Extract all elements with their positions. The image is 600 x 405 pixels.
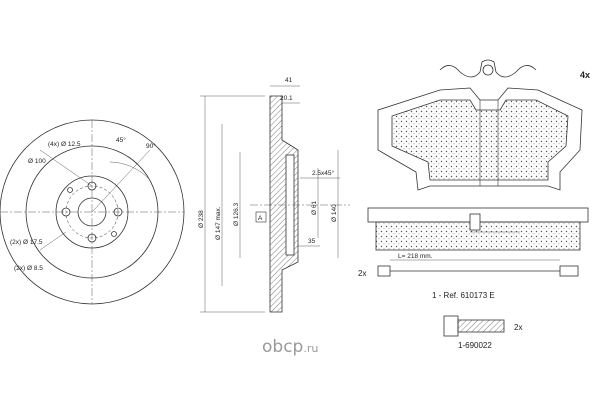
dim-35: 35: [308, 238, 316, 245]
angle-leader: [91, 149, 151, 213]
dim-238: Ø 238: [198, 210, 205, 228]
disc-section-view: [200, 85, 350, 313]
sensor-connector: [377, 265, 391, 277]
sensor-qty: 2x: [358, 269, 366, 278]
dim-126: Ø 126.3: [233, 202, 240, 226]
screw-hole: [111, 231, 117, 237]
dim-screw: (2x) Ø 8.5: [14, 265, 43, 272]
screw-hole: [67, 187, 73, 193]
dim-41: 41: [285, 77, 293, 84]
bolt-qty: 2x: [514, 323, 522, 332]
dim-cutout: (2x) Ø 17.5: [10, 239, 43, 246]
disc-front-view: [0, 119, 185, 305]
dim-holes: (4x) Ø 12.5: [48, 141, 81, 148]
dim-pcd: Ø 100: [28, 158, 46, 165]
hole-leader: [39, 149, 93, 187]
wear-sensor: [377, 259, 579, 277]
watermark-brand: obcp: [262, 337, 303, 357]
angle-arc: [109, 161, 149, 179]
watermark: obcp.ru: [262, 337, 318, 357]
cutout-leader: [39, 231, 67, 251]
datum-box: [255, 211, 267, 223]
bolt-head: [443, 315, 459, 337]
spring-eye: [482, 64, 494, 76]
dim-angle-45: 45°: [116, 136, 126, 144]
bolt-ref: 1-690022: [458, 341, 492, 350]
pad-qty: 4x: [580, 70, 590, 80]
sensor-length: L= 218 mm.: [398, 253, 433, 260]
dim-angle-90: 90°: [146, 142, 156, 150]
brake-pad-side: [367, 207, 589, 251]
watermark-suffix: .ru: [303, 342, 318, 355]
brake-pad-front: [377, 59, 583, 191]
bolt-shank: [457, 319, 505, 333]
dim-61: Ø 61: [311, 201, 318, 215]
dim-147: Ø 147 max.: [215, 206, 222, 240]
bolt: [443, 315, 505, 337]
sensor-plug: [559, 265, 579, 277]
dim-chamfer: 2.5x45°: [312, 169, 335, 177]
pad-spring-clip: [439, 59, 537, 78]
disc-section-shape: [269, 95, 299, 313]
dim-20: 20.1: [280, 95, 293, 102]
datum-a: A: [258, 215, 263, 222]
pad-side-tab: [469, 213, 481, 231]
sensor-ref: 1 - Ref. 610173 E: [432, 291, 495, 300]
dim-140: Ø 140: [331, 204, 338, 222]
